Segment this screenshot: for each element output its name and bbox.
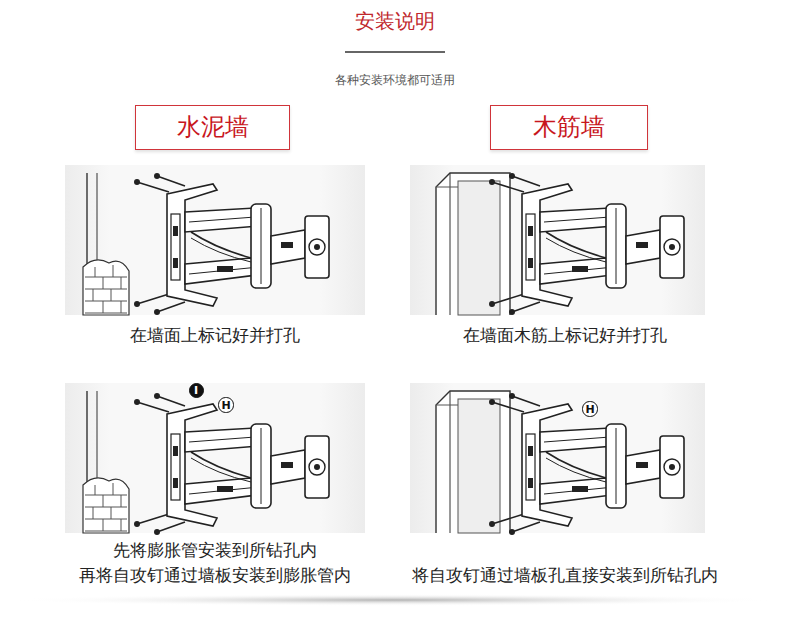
wood-stud-wall (410, 165, 705, 315)
wall-type-label: 木筋墙 (533, 114, 605, 140)
page-title: 安装说明 (355, 9, 435, 33)
step-caption: 在墙面木筋上标记好并打孔 (463, 325, 667, 345)
step-caption: 再将自攻钉通过墙板安装到膨胀管内 (79, 565, 351, 585)
tv-mount (135, 394, 329, 534)
callout-letter: H (218, 397, 233, 412)
tv-mount (490, 174, 684, 314)
subtitle: 各种安装环境都可适用 (335, 73, 455, 87)
step-caption: 先将膨胀管安装到所钻孔内 (113, 540, 317, 560)
tv-mount (135, 174, 329, 314)
callout-letter: H (585, 404, 594, 415)
callout-letter: H (221, 400, 230, 411)
wall-type-label: 水泥墙 (177, 114, 249, 140)
title-underline (345, 51, 445, 53)
bottom-shadow (10, 594, 780, 606)
tv-mount (490, 394, 684, 534)
callout-letter: I (194, 385, 198, 396)
step-caption: 在墙面上标记好并打孔 (130, 325, 300, 345)
step-caption: 将自攻钉通过墙板孔直接安装到所钻孔内 (412, 565, 718, 585)
callout-letter: H (582, 401, 597, 416)
callout-letter: I (189, 383, 204, 398)
wall-type-box: 水泥墙 (135, 105, 290, 150)
concrete-wall (65, 165, 365, 315)
wall-type-box: 木筋墙 (490, 105, 648, 150)
